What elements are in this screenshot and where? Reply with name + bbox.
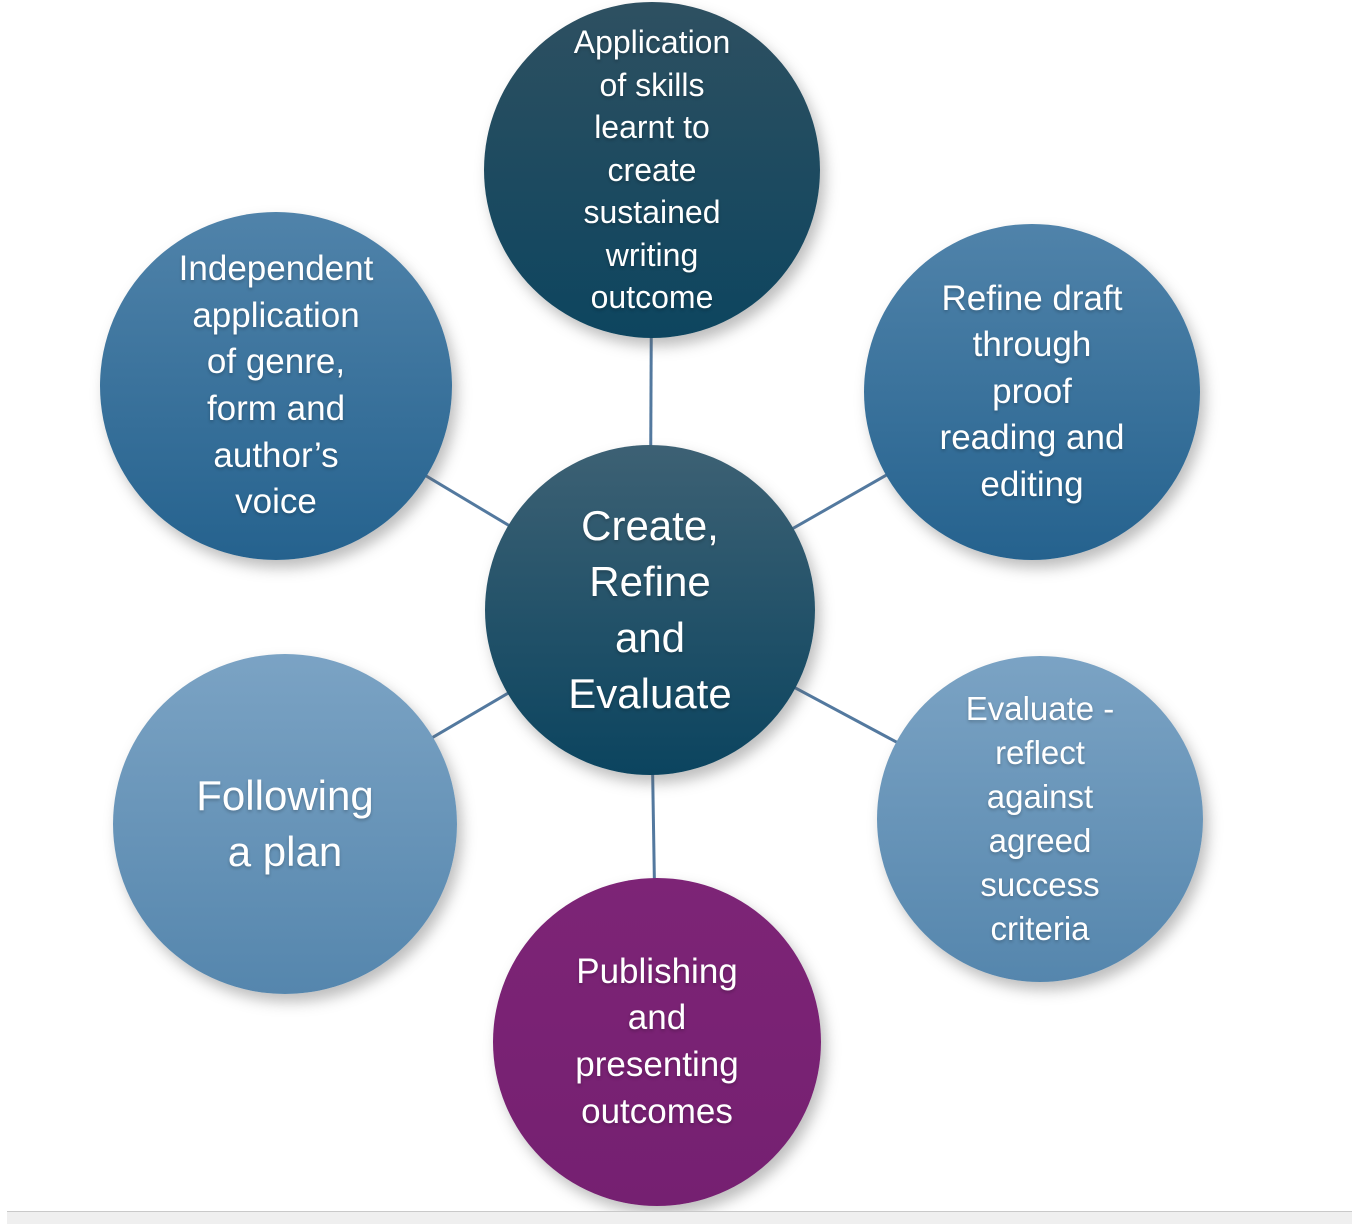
node-label: Publishing and presenting outcomes [575,951,739,1131]
node-refine-draft: Refine draft through proof reading and e… [864,224,1200,560]
node-label: Independent application of genre, form a… [178,249,374,522]
node-center-create-refine-evaluate: Create, Refine and Evaluate [485,445,815,775]
horizontal-scrollbar[interactable] [7,1211,1352,1224]
node-evaluate-reflect: Evaluate - reflect against agreed succes… [877,656,1203,982]
node-label: Evaluate - reflect against agreed succes… [965,690,1115,947]
node-application-of-skills: Application of skills learnt to create s… [484,2,820,338]
node-publishing-outcomes: Publishing and presenting outcomes [493,878,821,1206]
node-label: Application of skills learnt to create s… [573,24,731,316]
node-label: Following a plan [196,772,374,875]
node-following-a-plan: Following a plan [113,654,457,994]
node-label: Create, Refine and Evaluate [568,502,732,717]
node-independent-application: Independent application of genre, form a… [100,212,452,560]
node-label: Refine draft through proof reading and e… [939,278,1125,504]
